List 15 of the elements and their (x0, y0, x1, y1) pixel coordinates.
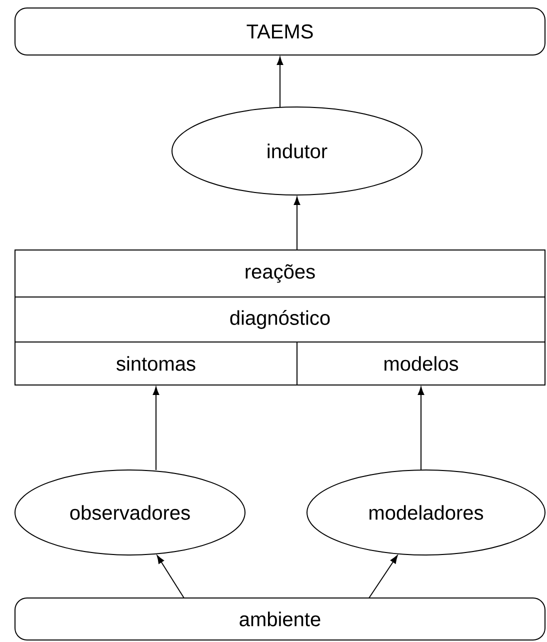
arrow (418, 386, 424, 470)
ellipse-node: indutor (172, 106, 422, 196)
ellipse-node: modeladores (306, 470, 546, 556)
arrow (156, 555, 184, 598)
table-cell: sintomas (14, 342, 298, 386)
rounded-box: ambiente (14, 598, 546, 640)
arrow (368, 555, 398, 598)
arrow (294, 196, 300, 250)
ellipse-node: observadores (14, 470, 246, 556)
arrow (276, 56, 284, 108)
table-cell: modelos (296, 342, 546, 386)
table-cell: reações (14, 250, 546, 298)
arrow (152, 386, 160, 470)
table-cell: diagnóstico (14, 296, 546, 342)
rounded-box: TAEMS (14, 8, 546, 56)
